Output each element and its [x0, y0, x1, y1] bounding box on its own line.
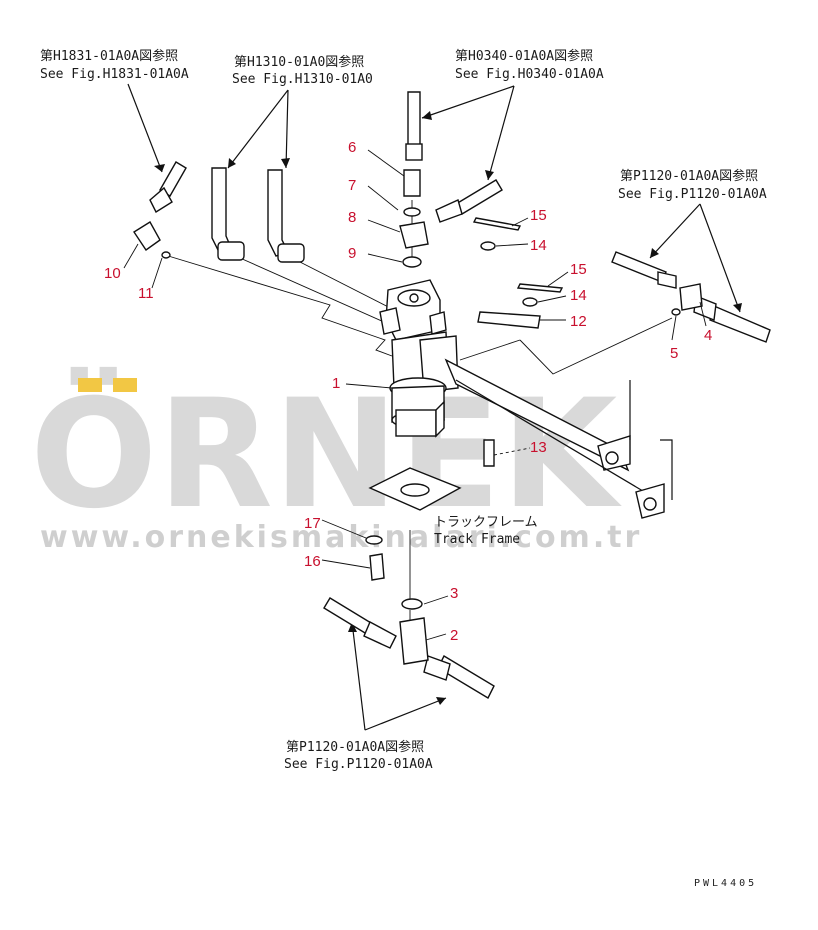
drawing-code: PWL4405	[694, 878, 757, 889]
watermark-umlaut-left	[78, 378, 102, 392]
reference-labels: 第H1831-01A0A図参照 See Fig.H1831-01A0A 第H13…	[40, 48, 767, 772]
reference-arrows	[127, 83, 742, 731]
callout-7: 7	[348, 177, 356, 194]
callout-15a: 15	[530, 207, 547, 224]
ref-h1310-en: See Fig.H1310-01A0	[232, 72, 373, 87]
part-callouts: 1 2 3 4 5 6 7 8 9 10 11 12 13 14 14 15 1…	[104, 139, 712, 644]
callout-5: 5	[670, 345, 678, 362]
leader-lines	[123, 149, 707, 641]
ref-h0340-en: See Fig.H0340-01A0A	[455, 67, 604, 82]
watermark: ÖRNEK www.ornekismakinalari.com.tr	[30, 366, 642, 555]
callout-16: 16	[304, 553, 321, 570]
callout-11: 11	[138, 285, 154, 302]
swivel-joint	[379, 279, 673, 519]
callout-13: 13	[530, 439, 547, 456]
callout-10: 10	[104, 265, 121, 282]
ref-h1310-jp: 第H1310-01A0図参照	[234, 54, 364, 70]
callout-6: 6	[348, 139, 356, 156]
ref-p1120-right-jp: 第P1120-01A0A図参照	[620, 168, 758, 184]
callout-14a: 14	[530, 237, 547, 254]
ref-p1120-bottom-en: See Fig.P1120-01A0A	[284, 757, 433, 772]
ref-p1120-bottom-jp: 第P1120-01A0A図参照	[286, 739, 424, 755]
track-frame-plate	[368, 439, 495, 511]
arrow-p1120-bottom	[351, 621, 447, 731]
ref-h1831-en: See Fig.H1831-01A0A	[40, 67, 189, 82]
callout-1: 1	[332, 375, 340, 392]
callout-9: 9	[348, 245, 356, 262]
track-frame-en: Track Frame	[434, 532, 520, 547]
callout-12: 12	[570, 313, 587, 330]
watermark-brand: ÖRNEK	[30, 366, 622, 542]
pipes	[149, 91, 771, 699]
track-frame-jp: トラックフレーム	[434, 515, 538, 530]
small-parts	[133, 169, 703, 665]
watermark-url: www.ornekismakinalari.com.tr	[40, 520, 642, 555]
arrow-h1831	[127, 83, 163, 173]
arrow-h1310	[227, 89, 289, 169]
callout-14b: 14	[570, 287, 587, 304]
callout-15b: 15	[570, 261, 587, 278]
watermark-umlaut-right	[113, 378, 137, 392]
callout-4: 4	[704, 327, 712, 344]
callout-2: 2	[450, 627, 458, 644]
arrow-h0340	[421, 85, 515, 181]
ref-h0340-jp: 第H0340-01A0A図参照	[455, 48, 593, 64]
callout-3: 3	[450, 585, 458, 602]
arrow-p1120-right	[649, 203, 741, 313]
callout-17: 17	[304, 515, 321, 532]
ref-h1831-jp: 第H1831-01A0A図参照	[40, 48, 178, 64]
ref-p1120-right-en: See Fig.P1120-01A0A	[618, 187, 767, 202]
callout-8: 8	[348, 209, 356, 226]
